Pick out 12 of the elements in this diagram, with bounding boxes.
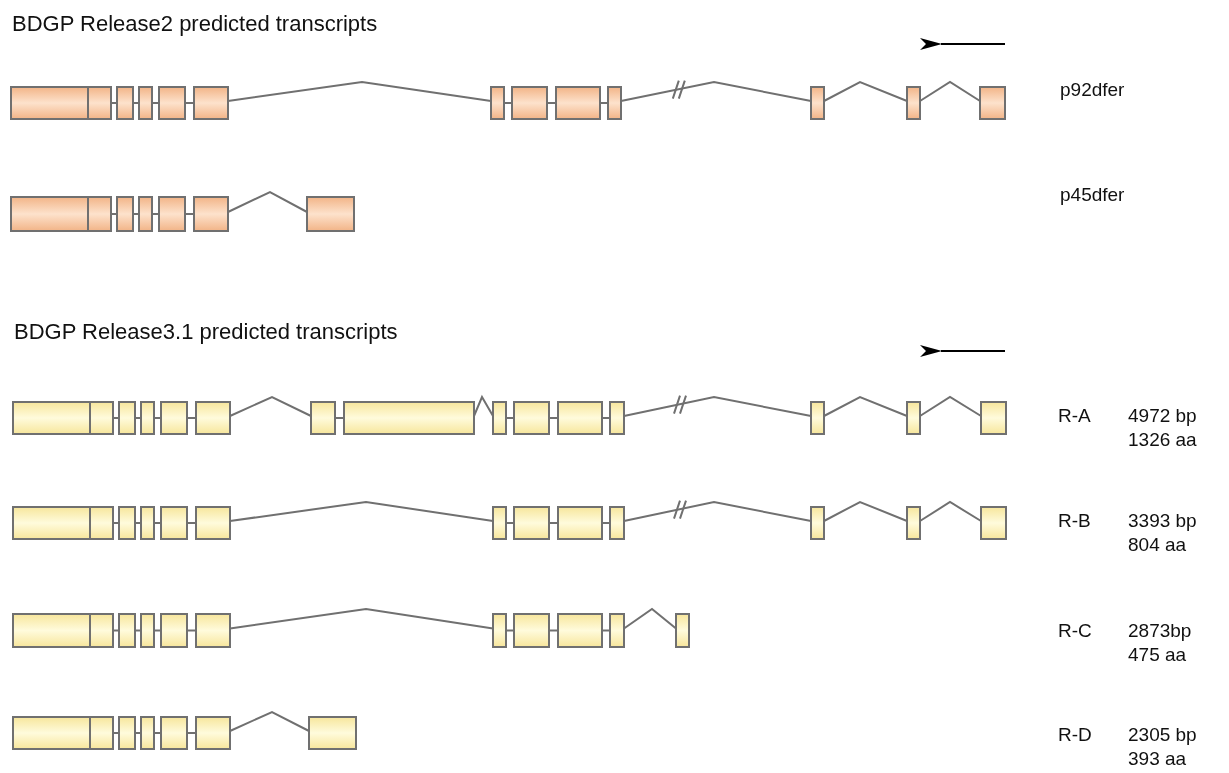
section-heading: BDGP Release3.1 predicted transcripts xyxy=(14,320,399,344)
transcript-size: 3393 bp 804 aa xyxy=(1128,509,1198,557)
transcript-name: R-D xyxy=(1058,723,1093,747)
transcript-size: 4972 bp 1326 aa xyxy=(1128,404,1198,452)
transcript-size: 2305 bp 393 aa xyxy=(1128,723,1198,771)
transcript-name: p45dfer xyxy=(1060,183,1126,207)
transcript-name: R-C xyxy=(1058,619,1093,643)
transcript-name: p92dfer xyxy=(1060,78,1126,102)
transcript-name: R-A xyxy=(1058,404,1092,428)
section-heading: BDGP Release2 predicted transcripts xyxy=(12,12,379,36)
transcript-name: R-B xyxy=(1058,509,1092,533)
transcript-size: 2873bp 475 aa xyxy=(1128,619,1193,667)
